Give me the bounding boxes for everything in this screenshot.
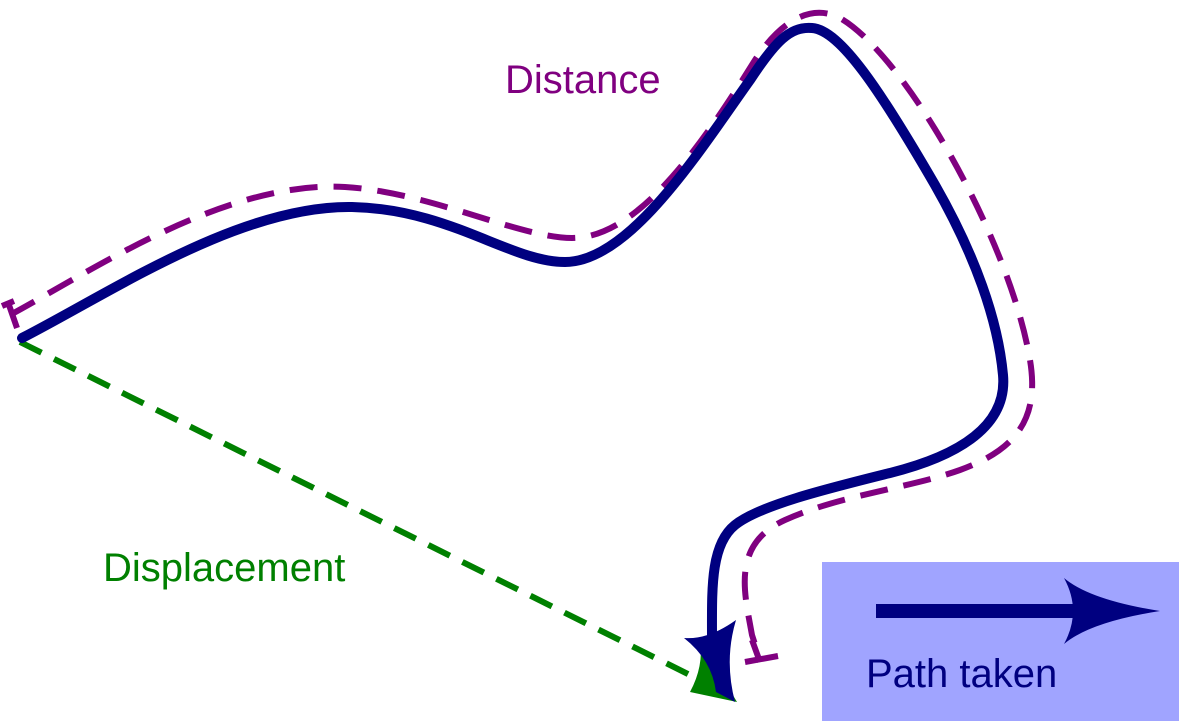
legend-box bbox=[822, 562, 1179, 721]
distance-label: Distance bbox=[505, 58, 661, 102]
distance-end-tick bbox=[744, 638, 779, 665]
distance-start-tick bbox=[0, 298, 20, 329]
right-arrow-icon bbox=[1064, 578, 1160, 644]
displacement-label: Displacement bbox=[103, 546, 346, 590]
distance-curve bbox=[8, 9, 1036, 661]
path-taken-curve bbox=[17, 22, 1009, 645]
arrowhead-icon bbox=[684, 620, 736, 702]
displacement-line bbox=[18, 339, 702, 683]
legend-label-path-taken: Path taken bbox=[866, 652, 1058, 696]
